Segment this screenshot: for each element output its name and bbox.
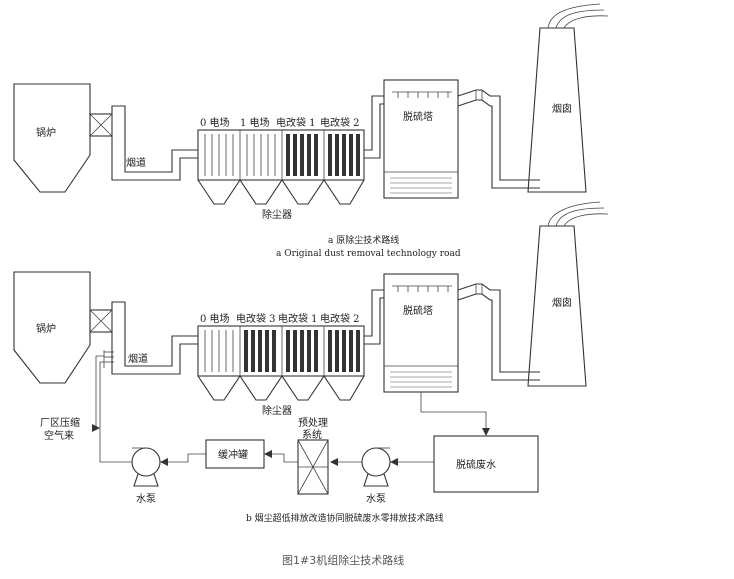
air-label-2: 空气来 — [44, 429, 74, 442]
caption-a-en: a Original dust removal technology road — [276, 249, 461, 259]
arrow-to-pretreat — [330, 458, 338, 466]
desulfurization-tower-b — [383, 273, 459, 393]
duct-collector-tower-a — [364, 95, 384, 159]
field0-b-label: 0 电场 — [200, 312, 230, 325]
collector-a-bags — [286, 134, 360, 176]
arrow-to-left-pump — [160, 458, 168, 466]
boiler-a-outlet — [89, 113, 113, 137]
collector-b-plates — [204, 330, 234, 372]
pump-left-label: 水泵 — [136, 493, 156, 505]
duct-collector-tower-b — [364, 289, 384, 345]
arrow-to-buffer — [264, 450, 272, 458]
bag2-b-label: 电改袋 2 — [320, 312, 360, 325]
smoke-b — [547, 201, 609, 227]
caption-b-cn: b 烟尘超低排放改造协同脱硫废水零排放技术路线 — [246, 512, 444, 524]
boiler-b-outlet — [89, 309, 113, 333]
collector-b-bags — [244, 330, 360, 372]
diagram-b: 锅炉 烟道 — [13, 201, 609, 524]
boiler-a — [13, 83, 91, 193]
collector-a-hoppers — [197, 179, 365, 205]
duct-tower-chimney-a — [457, 89, 540, 189]
wastewater-tank — [433, 435, 539, 493]
chimney-b — [527, 225, 587, 387]
pretreat-label-2: 系统 — [302, 428, 322, 441]
wastewater-label: 脱硫废水 — [456, 458, 496, 471]
flue-b-label: 烟道 — [128, 352, 148, 365]
pretreat-label-1: 预处理 — [298, 417, 328, 429]
slurry-a — [384, 171, 458, 194]
pipe-to-nozzles — [99, 361, 132, 463]
compressed-air-pipe — [94, 355, 104, 429]
collector-b-label: 除尘器 — [262, 404, 292, 417]
pump-left — [131, 447, 161, 487]
collector-a-plates — [204, 134, 276, 176]
chimney-a-label: 烟囱 — [552, 102, 572, 115]
duct-tower-chimney-b — [457, 283, 540, 381]
chimney-b-label: 烟囱 — [552, 296, 572, 309]
arrow-to-right-pump — [390, 458, 398, 466]
spray-nozzles-b — [397, 286, 449, 292]
desulfurization-tower-a — [383, 79, 459, 199]
bag3-b-label: 电改袋 3 — [236, 312, 276, 325]
bag2-a-label: 电改袋 2 — [320, 116, 360, 129]
collector-b-hoppers — [197, 375, 365, 401]
dust-collector-b — [197, 325, 365, 377]
arrow-to-wastewater — [482, 428, 490, 436]
diagram-a: 锅炉 烟道 — [13, 3, 609, 259]
collector-a-label: 除尘器 — [262, 208, 292, 221]
boiler-b-label: 锅炉 — [36, 323, 56, 335]
figure-caption: 图1#3机组除尘技术路线 — [282, 553, 404, 567]
tower-b-label: 脱硫塔 — [403, 304, 433, 317]
smoke-a — [547, 3, 609, 29]
slurry-b — [384, 365, 458, 388]
buffer-tank-label: 缓冲罐 — [218, 448, 248, 461]
tower-a-label: 脱硫塔 — [403, 110, 433, 123]
boiler-a-label: 锅炉 — [36, 127, 56, 139]
air-label-1: 厂区压缩 — [40, 416, 80, 429]
boiler-b — [13, 271, 91, 384]
pump-right — [361, 447, 391, 487]
field0-a-label: 0 电场 — [200, 116, 230, 129]
spray-nozzles-a — [397, 92, 449, 98]
flue-duct-a — [111, 105, 198, 181]
flue-duct-b — [111, 301, 198, 375]
arrow-compressed-air — [92, 424, 100, 432]
dust-collector-a — [197, 129, 365, 181]
wastewater-pipe — [420, 392, 487, 432]
pump-right-label: 水泵 — [366, 493, 386, 505]
flue-a-label: 烟道 — [126, 156, 146, 169]
caption-a-cn: a 原除尘技术路线 — [328, 234, 399, 246]
chimney-a — [527, 27, 587, 193]
bag1-a-label: 电改袋 1 — [276, 116, 316, 129]
field1-a-label: 1 电场 — [240, 116, 270, 129]
bag1-b-label: 电改袋 1 — [278, 312, 318, 325]
